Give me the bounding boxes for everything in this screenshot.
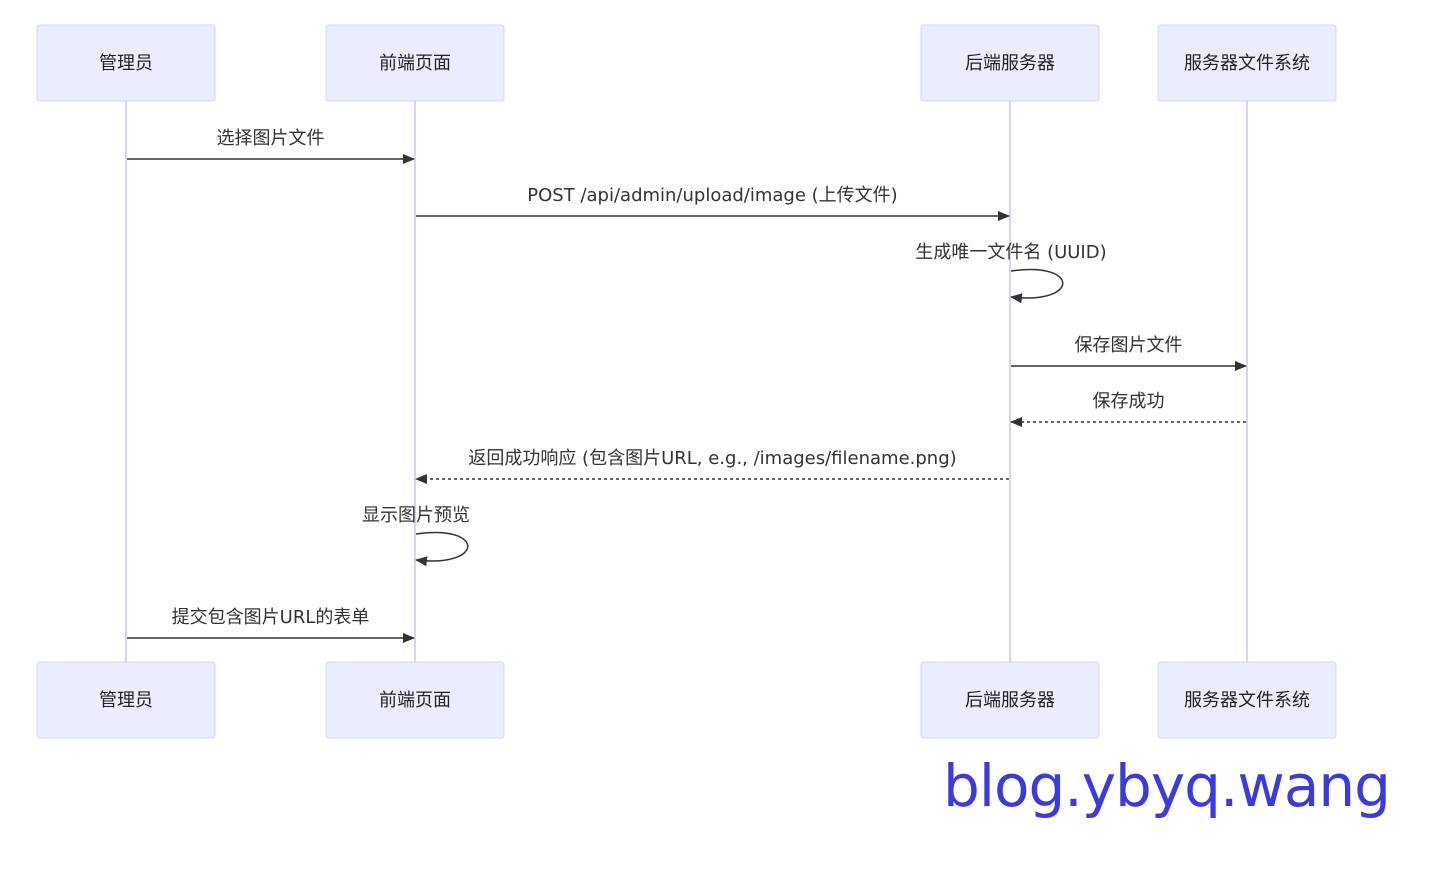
message-label: 保存图片文件 (1075, 335, 1183, 356)
message-2: POST /api/admin/upload/image (上传文件) (416, 185, 1010, 221)
participant-frontend-top: 前端页面 (325, 24, 505, 102)
self-message-arrow (1010, 268, 1064, 304)
participant-box (36, 661, 216, 739)
watermark: blog.ybyq.wang (943, 752, 1391, 820)
message-5: 保存成功 (1010, 391, 1246, 427)
participant-label: 前端页面 (379, 53, 451, 74)
message-3: 生成唯一文件名 (UUID) (915, 242, 1107, 304)
message-label: 显示图片预览 (362, 505, 470, 526)
participant-label: 前端页面 (379, 690, 451, 711)
participant-fs-bottom: 服务器文件系统 (1157, 661, 1337, 739)
message-label: 选择图片文件 (217, 128, 325, 149)
participant-label: 管理员 (99, 690, 153, 711)
lifelines (125, 101, 1248, 662)
participant-box (920, 661, 1100, 739)
participant-box (325, 24, 505, 102)
message-1: 选择图片文件 (127, 128, 415, 164)
participant-backend-bottom: 后端服务器 (920, 661, 1100, 739)
message-label: 生成唯一文件名 (UUID) (915, 242, 1106, 263)
participant-backend-top: 后端服务器 (920, 24, 1100, 102)
message-label: 提交包含图片URL的表单 (172, 607, 370, 628)
participant-box (920, 24, 1100, 102)
participant-admin-bottom: 管理员 (36, 661, 216, 739)
message-7: 显示图片预览 (362, 505, 470, 567)
message-label: 保存成功 (1093, 391, 1165, 412)
messages: 选择图片文件 POST /api/admin/upload/image (上传文件… (127, 128, 1247, 643)
participant-admin-top: 管理员 (36, 24, 216, 102)
message-label: POST /api/admin/upload/image (上传文件) (527, 185, 897, 206)
message-6: 返回成功响应 (包含图片URL, e.g., /images/filename.… (415, 448, 1009, 484)
participant-label: 管理员 (99, 53, 153, 74)
participant-box (1157, 24, 1337, 102)
participant-box (36, 24, 216, 102)
participant-label: 后端服务器 (965, 690, 1055, 711)
participant-box (1157, 661, 1337, 739)
participant-fs-top: 服务器文件系统 (1157, 24, 1337, 102)
participant-label: 后端服务器 (965, 53, 1055, 74)
self-message-arrow (415, 531, 469, 567)
message-8: 提交包含图片URL的表单 (127, 607, 415, 643)
participant-label: 服务器文件系统 (1184, 53, 1310, 74)
message-label: 返回成功响应 (包含图片URL, e.g., /images/filename.… (468, 448, 956, 469)
message-4: 保存图片文件 (1011, 335, 1247, 371)
participant-box (325, 661, 505, 739)
participant-frontend-bottom: 前端页面 (325, 661, 505, 739)
participant-label: 服务器文件系统 (1184, 690, 1310, 711)
